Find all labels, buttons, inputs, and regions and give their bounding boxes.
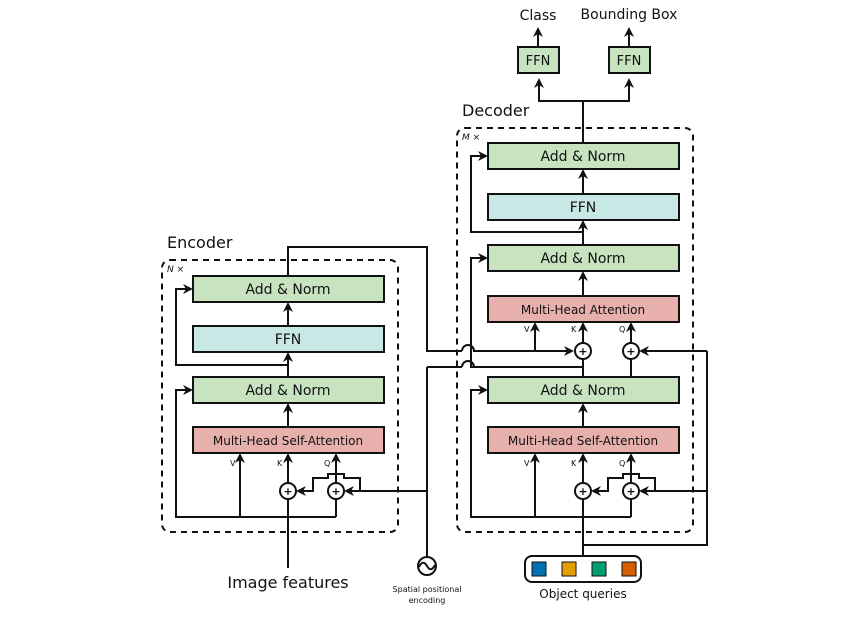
decoder-cross-q-label: Q [619,325,625,334]
encoder-v-label: V [230,459,236,468]
object-queries-label: Object queries [539,587,626,601]
encoder-q-label: Q [324,459,330,468]
decoder-cross-k-label: K [571,325,577,334]
plus-glyph: + [626,485,635,498]
decoder-ffn-label: FFN [570,200,597,216]
pos-enc-hop [461,359,584,368]
class-ffn-box [517,46,560,74]
decoder-self-q-label: Q [619,459,625,468]
decoder-add-norm-bottom [487,376,680,404]
object-queries-box [524,555,642,583]
decoder-add-norm-top-label: Add & Norm [540,149,625,165]
enc-pos-to-k-arrow [296,473,361,496]
encoder-add-norm-top-label: Add & Norm [245,282,330,298]
plus-glyph: + [626,345,635,358]
decoder-self-k-label: K [571,459,577,468]
plus-glyph: + [331,485,340,498]
decoder-title: Decoder [462,101,530,120]
plus-glyph: + [578,345,587,358]
sine-wave-icon [418,561,436,571]
encoder-repeat-frame [161,259,399,533]
spatial-encoding-label-1: Spatial positional [393,585,462,594]
decoder-ffn [487,193,680,221]
encoder-title: Encoder [167,233,233,252]
image-features-label: Image features [227,573,348,592]
decoder-cross-attention-label: Multi-Head Attention [521,303,645,317]
plus-glyph: + [283,485,292,498]
object-query-square-orange [561,561,577,577]
bbox-output-label: Bounding Box [581,7,678,23]
encoder-add-norm-bottom-label: Add & Norm [245,383,330,399]
encoder-ffn [192,325,385,353]
dec-cross-residual-arrow [470,253,488,368]
plus-glyph: + [578,485,587,498]
encoder-repeat-label: N × [167,265,184,275]
decoder-add-norm-mid-label: Add & Norm [540,251,625,267]
enc-output-hop [461,344,530,352]
spatial-encoding-label-2: encoding [409,596,446,605]
dec-to-bbox-ffn-arrow [583,78,634,102]
decoder-repeat-frame [456,127,694,533]
object-query-route-line [582,351,708,556]
class-ffn-label: FFN [526,54,551,69]
object-query-square-blue [531,561,547,577]
dec-ffn-residual-arrow [470,151,583,233]
decoder-repeat-label: M × [462,133,480,143]
enc-output-line [287,246,462,352]
encoder-k-label: K [277,459,283,468]
encoder-self-attention-label: Multi-Head Self-Attention [213,434,363,448]
enc-attn-residual-arrow [175,385,240,518]
decoder-self-attention [487,426,680,454]
dec-self-residual-arrow [470,385,535,518]
bbox-ffn-label: FFN [617,54,642,69]
decoder-add-norm-bottom-label: Add & Norm [540,383,625,399]
encoder-ffn-label: FFN [275,332,302,348]
object-query-square-green [591,561,607,577]
dec-cross-k-plus-icon [574,342,592,360]
decoder-cross-v-label: V [524,325,530,334]
decoder-self-v-label: V [524,459,530,468]
class-output-label: Class [520,8,557,24]
enc-ffn-residual-arrow [175,284,288,366]
dec-query-pos-to-self-k-arrow [591,473,656,496]
object-query-square-vermillion [621,561,637,577]
decoder-self-attention-label: Multi-Head Self-Attention [508,434,658,448]
dec-to-class-ffn-arrow [534,78,584,143]
